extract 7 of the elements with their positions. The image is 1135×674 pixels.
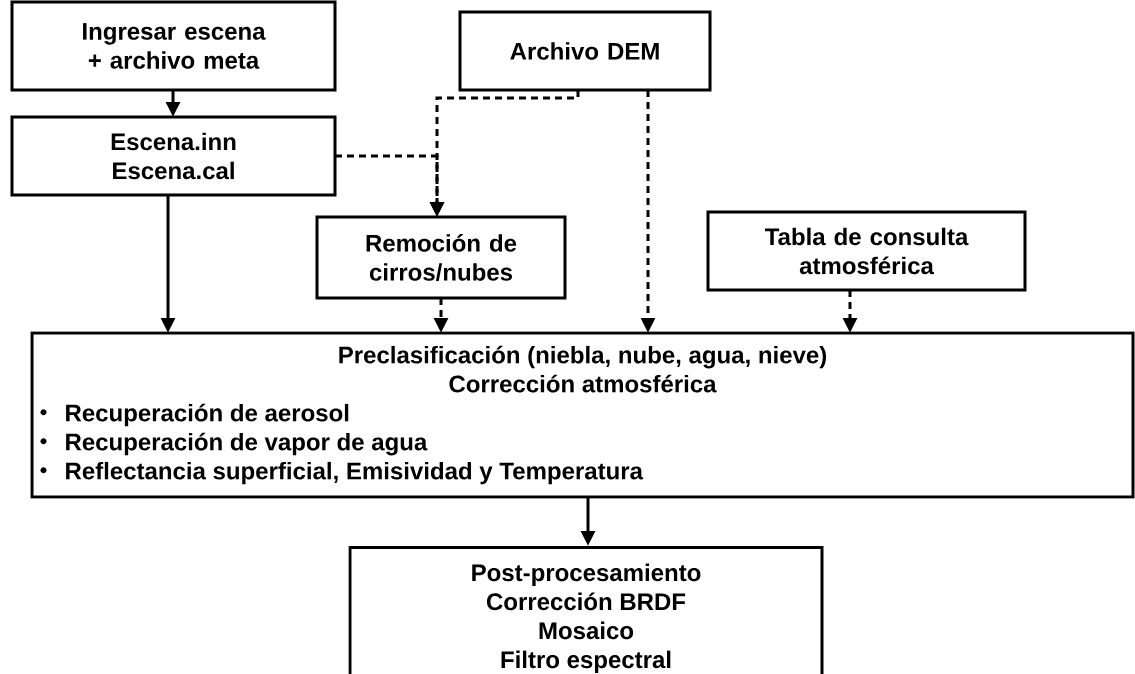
process-box: Archivo DEM bbox=[458, 10, 712, 92]
process-box: Ingresar escena + archivo meta bbox=[10, 0, 337, 92]
process-box: Remoción de cirros/nubes bbox=[315, 215, 567, 300]
process-box: Preclasificación (niebla, nube, agua, nieve) Corrección atmosférica Recuperación de aerosol Recuperación de vapor de agua Reflectancia superficial, Emisividad y Temperatura bbox=[30, 331, 1135, 499]
process-box: Escena.inn Escena.cal bbox=[10, 115, 337, 197]
process-box: Post-procesamiento Corrección BRDF Mosaico Filtro espectral bbox=[348, 546, 824, 674]
process-box: Tabla de consulta atmosférica bbox=[706, 210, 1027, 292]
